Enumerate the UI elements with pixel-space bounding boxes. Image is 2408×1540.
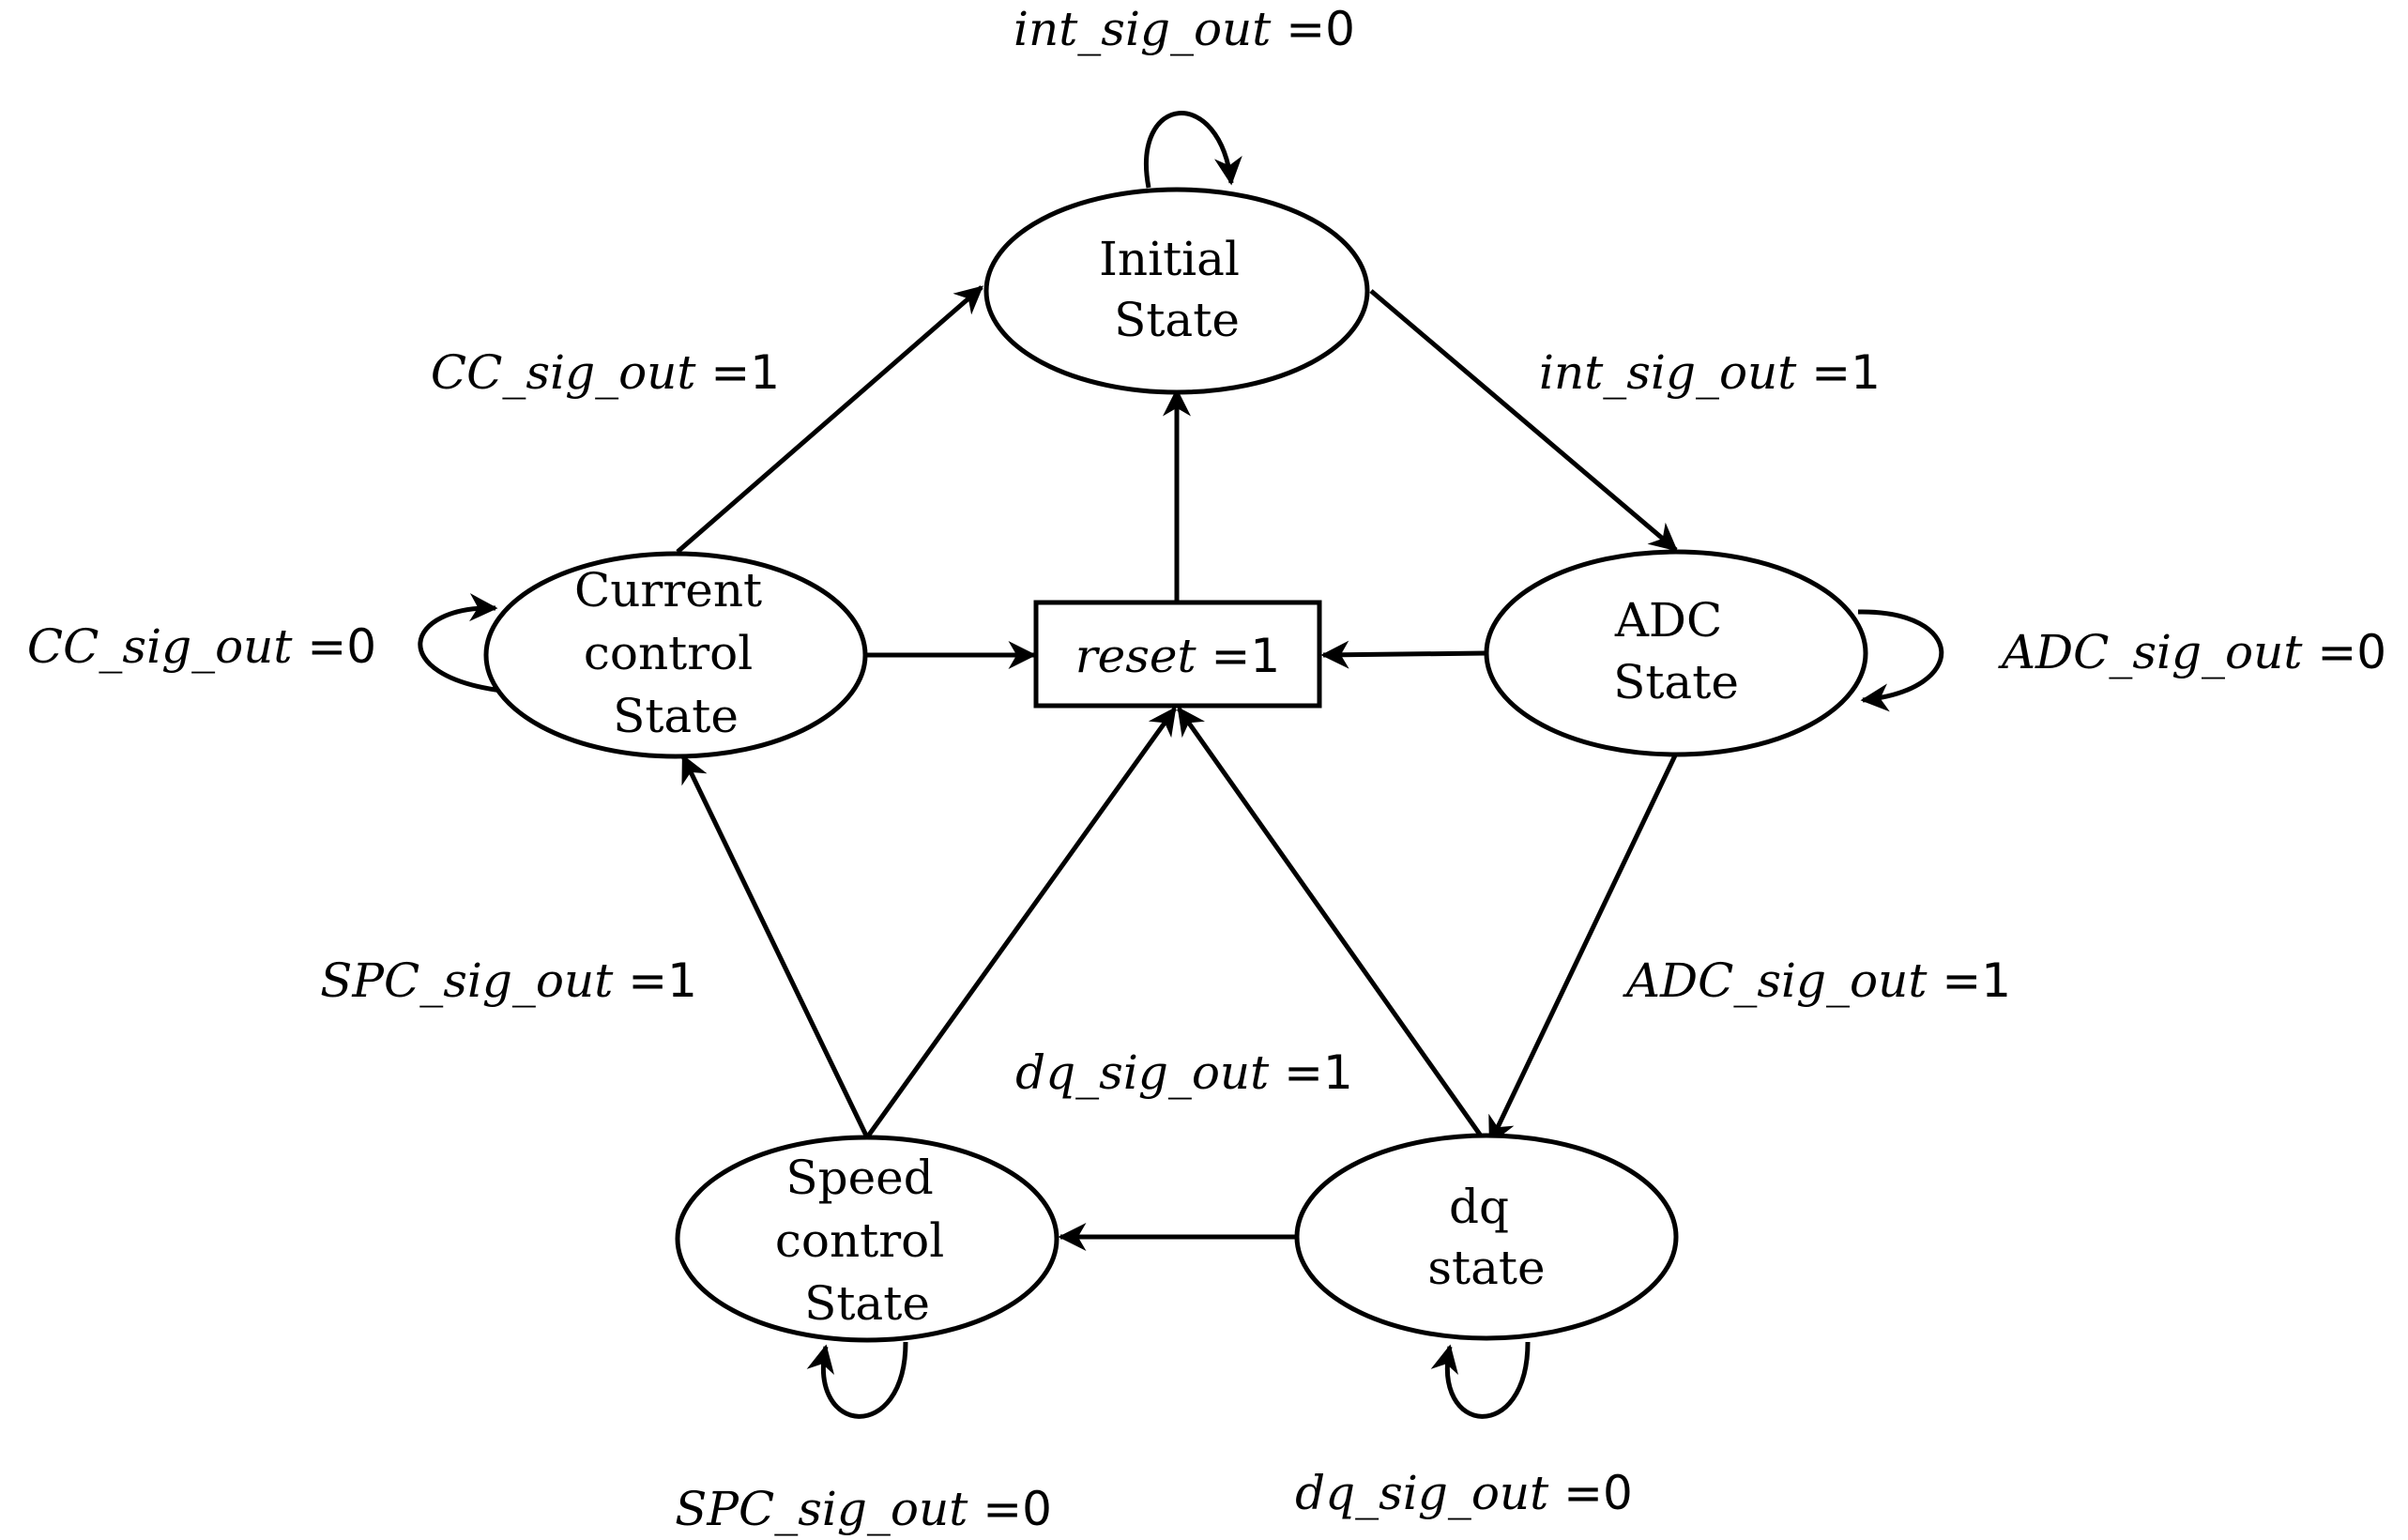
label-cc-self: CC_sig_out =0	[27, 619, 376, 674]
label-dq-self: dq_sig_out =0	[1295, 1466, 1633, 1520]
label-spc-to-cc: SPC_sig_out =1	[320, 953, 697, 1008]
reset-label: reset =1	[1075, 629, 1280, 683]
state-current-control-line-2: control	[584, 626, 753, 680]
self-loop-dq	[1430, 1341, 1531, 1419]
label-spc-self: SPC_sig_out =0	[675, 1482, 1052, 1536]
self-loop-adc	[1857, 609, 1944, 712]
label-adc-self: ADC_sig_out =0	[1998, 625, 2386, 679]
self-loop-current-control	[418, 593, 503, 694]
svg-text:dq state: dq state	[1427, 1180, 1545, 1295]
svg-text:ADC State: ADC State	[1613, 593, 1739, 709]
transition-labels: int_sig_out =0 int_sig_out =1 CC_sig_out…	[27, 2, 2386, 1536]
state-initial-line-2: State	[1114, 293, 1240, 347]
edge-dq-to-reset	[1176, 706, 1487, 1143]
svg-text:Initial State: Initial State	[1099, 232, 1255, 347]
state-adc-line-2: State	[1613, 655, 1739, 709]
state-initial: Initial State	[983, 187, 1370, 395]
state-dq-line-1: dq	[1449, 1180, 1509, 1234]
state-speed-control-line-3: State	[804, 1276, 930, 1331]
state-adc-line-1: ADC	[1614, 593, 1722, 648]
state-current-control-line-1: Current	[574, 563, 762, 618]
label-dq-to-spc: dq_sig_out =1	[1015, 1045, 1353, 1100]
label-int-to-adc: int_sig_out =1	[1539, 345, 1881, 400]
state-speed-control: Speed control State	[675, 1135, 1059, 1343]
edge-cc-to-initial	[676, 285, 983, 554]
svg-text:Current control St: Current control State	[574, 563, 777, 743]
reset-node: reset =1	[1033, 600, 1322, 709]
edge-initial-to-adc	[1369, 289, 1678, 552]
edge-adc-to-reset	[1320, 640, 1487, 669]
edge-spc-to-cc	[680, 754, 870, 1139]
label-adc-to-dq: ADC_sig_out =1	[1623, 953, 2011, 1008]
svg-text:Speed control Stat: Speed control State	[775, 1151, 959, 1331]
state-adc: ADC State	[1484, 549, 1868, 757]
self-loop-speed-control	[806, 1341, 908, 1419]
label-cc-to-initial: CC_sig_out =1	[431, 345, 780, 400]
state-current-control: Current control State	[483, 551, 868, 759]
state-speed-control-line-2: control	[775, 1213, 944, 1268]
self-loop-initial	[1144, 111, 1242, 189]
state-current-control-line-3: State	[613, 689, 739, 743]
edge-spc-to-reset	[864, 706, 1178, 1139]
label-int-self: int_sig_out =0	[1013, 2, 1355, 56]
edges	[418, 111, 1944, 1419]
state-dq: dq state	[1294, 1133, 1679, 1341]
state-dq-line-2: state	[1427, 1241, 1545, 1295]
state-initial-line-1: Initial	[1099, 232, 1240, 286]
edge-adc-to-dq	[1487, 754, 1678, 1146]
state-speed-control-line-1: Speed	[785, 1151, 933, 1205]
